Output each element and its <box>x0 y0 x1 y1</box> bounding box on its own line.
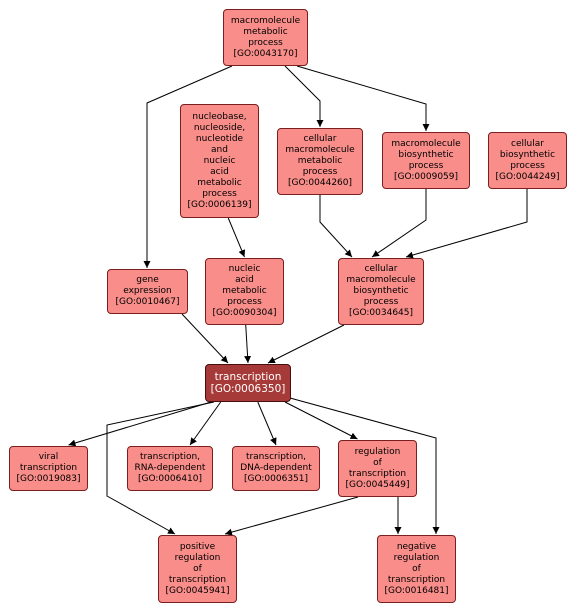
edge-nucleic-acid-metabolic-process-to-transcription <box>244 324 252 364</box>
edge-cellular-biosynthetic-process-to-cellular-macromolecule-biosynthetic-process <box>405 189 528 259</box>
node-go-id: [GO:0010467] <box>115 297 180 307</box>
node-name: negative regulation of transcription <box>387 541 446 585</box>
edge-cellular-macromolecule-biosynthetic-process-to-transcription <box>267 324 345 364</box>
node-go-id: [GO:0009059] <box>393 171 459 182</box>
node-go-id: [GO:0090304] <box>212 308 277 318</box>
node-go-id: [GO:0006139] <box>187 199 252 210</box>
node-macromolecule-metabolic-process[interactable]: macromolecule metabolic process [GO:0043… <box>223 9 308 66</box>
node-go-id: [GO:0045941] <box>165 585 230 596</box>
node-name: gene expression <box>123 275 172 296</box>
node-cellular-macromolecule-biosynthetic-process[interactable]: cellular macromolecule biosynthetic proc… <box>338 258 424 325</box>
node-name: viral transcription <box>19 452 78 473</box>
edge-cellular-macromolecule-metabolic-process-to-cellular-macromolecule-biosynthetic-process <box>319 195 353 258</box>
node-go-id: [GO:0006351] <box>243 474 309 484</box>
node-go-id: [GO:0044249] <box>495 171 560 182</box>
edge-transcription-to-regulation-of-transcription <box>284 401 358 440</box>
node-transcription-dna-dependent[interactable]: transcription, DNA-dependent [GO:0006351… <box>232 446 320 491</box>
edge-transcription-to-transcription-rna-dependent <box>189 401 222 446</box>
node-name: nucleobase, nucleoside, nucleotide and n… <box>192 111 247 199</box>
node-go-id: [GO:0016481] <box>384 585 449 596</box>
node-name: positive regulation of transcription <box>168 541 227 585</box>
edge-transcription-to-transcription-dna-dependent <box>257 401 277 446</box>
node-cellular-macromolecule-metabolic-process[interactable]: cellular macromolecule metabolic process… <box>277 128 363 195</box>
node-transcription[interactable]: transcription [GO:0006350] <box>205 364 291 402</box>
edge-nucleobase-metabolic-process-to-nucleic-acid-metabolic-process <box>227 217 246 258</box>
node-go-id: [GO:0043170] <box>233 48 298 59</box>
node-name: transcription, RNA-dependent <box>134 452 206 473</box>
node-macromolecule-biosynthetic-process[interactable]: macromolecule biosynthetic process [GO:0… <box>382 132 470 189</box>
node-name: transcription, DNA-dependent <box>240 452 312 473</box>
edge-transcription-to-positive-regulation-of-transcription <box>106 401 215 535</box>
node-positive-regulation-of-transcription[interactable]: positive regulation of transcription [GO… <box>158 535 237 603</box>
node-go-id: [GO:0019083] <box>16 474 81 484</box>
node-regulation-of-transcription[interactable]: regulation of transcription [GO:0045449] <box>338 440 417 497</box>
node-name: cellular macromolecule metabolic process <box>285 134 355 177</box>
node-negative-regulation-of-transcription[interactable]: negative regulation of transcription [GO… <box>377 535 456 603</box>
edge-gene-expression-to-transcription <box>181 313 229 364</box>
node-name: macromolecule metabolic process <box>230 15 301 48</box>
edge-macromolecule-biosynthetic-process-to-cellular-macromolecule-biosynthetic-process <box>371 189 427 258</box>
node-name: nucleic acid metabolic process <box>222 264 267 307</box>
node-nucleic-acid-metabolic-process[interactable]: nucleic acid metabolic process [GO:00903… <box>205 258 284 325</box>
node-name: cellular biosynthetic process <box>499 138 556 171</box>
edge-regulation-of-transcription-to-positive-regulation-of-transcription <box>224 496 359 536</box>
edge-macromolecule-metabolic-process-to-gene-expression <box>143 65 233 268</box>
edge-macromolecule-metabolic-process-to-macromolecule-biosynthetic-process <box>296 65 430 131</box>
node-go-id: [GO:0045449] <box>345 479 410 490</box>
node-name: macromolecule biosynthetic process <box>391 138 461 171</box>
edge-macromolecule-metabolic-process-to-cellular-macromolecule-metabolic-process <box>284 65 324 127</box>
node-nucleobase-metabolic-process[interactable]: nucleobase, nucleoside, nucleotide and n… <box>180 104 259 218</box>
node-name: cellular macromolecule biosynthetic proc… <box>346 264 416 307</box>
node-name: transcription <box>214 371 282 383</box>
node-gene-expression[interactable]: gene expression [GO:0010467] <box>107 269 188 314</box>
node-viral-transcription[interactable]: viral transcription [GO:0019083] <box>9 446 88 491</box>
node-go-id: [GO:0044260] <box>287 178 353 188</box>
node-go-id: [GO:0006410] <box>137 474 203 484</box>
node-transcription-rna-dependent[interactable]: transcription, RNA-dependent [GO:0006410… <box>127 446 213 491</box>
edge-transcription-to-negative-regulation-of-transcription <box>289 397 440 534</box>
node-cellular-biosynthetic-process[interactable]: cellular biosynthetic process [GO:004424… <box>488 132 567 189</box>
node-go-id: [GO:0006350] <box>210 383 286 395</box>
node-go-id: [GO:0034645] <box>348 308 414 318</box>
edge-transcription-to-viral-transcription <box>68 401 212 447</box>
node-name: regulation of transcription <box>348 446 407 479</box>
